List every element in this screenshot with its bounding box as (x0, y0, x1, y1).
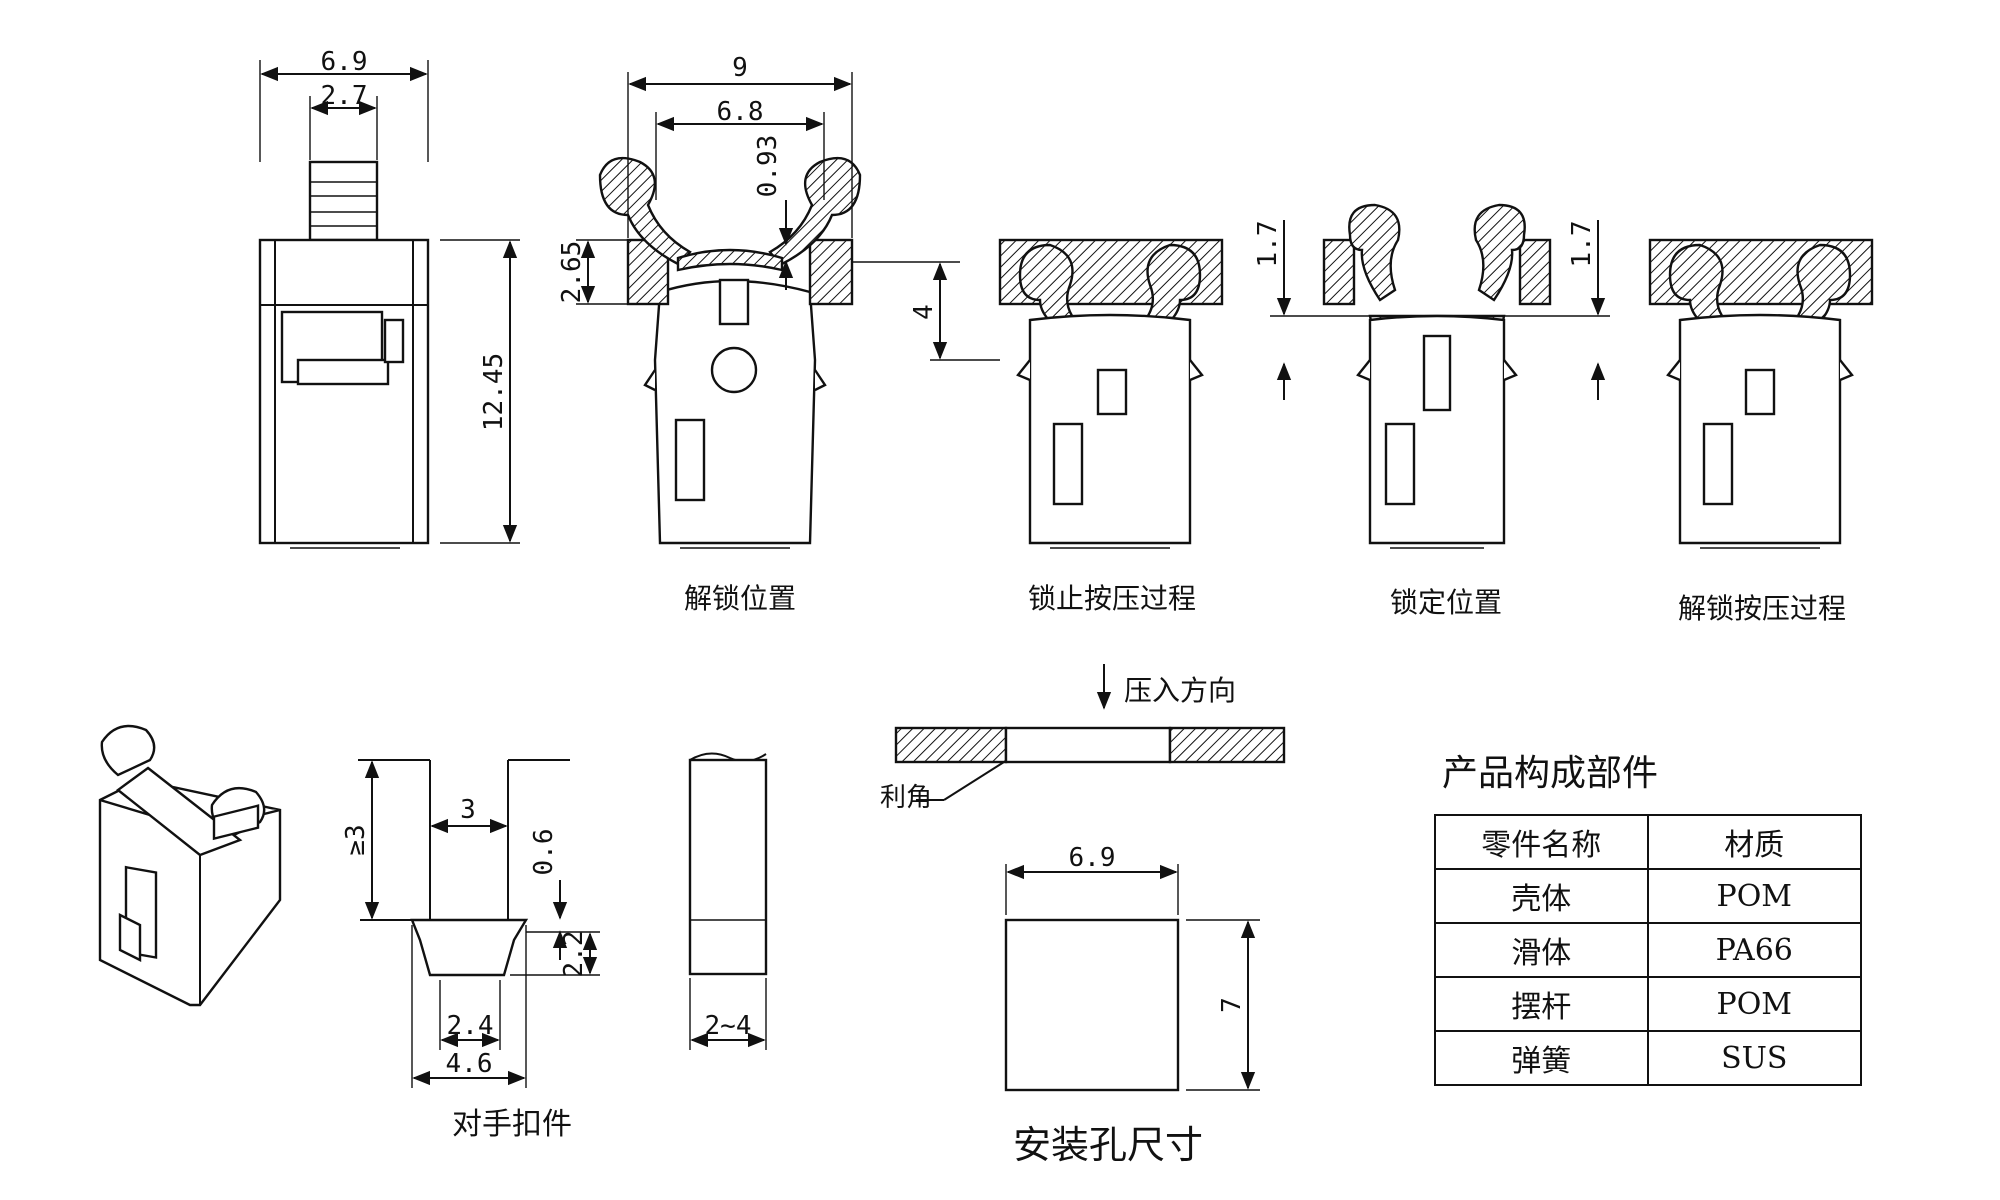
header-material: 材质 (1646, 814, 1863, 870)
part-material: PA66 (1646, 922, 1863, 978)
caption-mating-part: 对手扣件 (452, 1107, 572, 1142)
dim-front-width: 6.9 (321, 47, 368, 77)
dim-foot-height: 2.2 (559, 931, 589, 978)
dim-slot-height: ≥3 (341, 824, 371, 855)
part-material: POM (1646, 868, 1863, 924)
caption-mount-hole: 安装孔尺寸 (1013, 1123, 1203, 1167)
label-sharp-corner: 利角 (880, 783, 932, 813)
part-name: 滑体 (1434, 922, 1649, 978)
parts-table: 零件名称 材质 壳体 POM 滑体 PA66 摆杆 POM 弹簧 SUS (1434, 814, 1863, 1086)
dim-lock-offset-2: 1.7 (1567, 221, 1597, 268)
dim-front-tab: 2.7 (321, 81, 368, 111)
dim-flange: 2.65 (557, 241, 587, 304)
dim-hole-width: 6.9 (1069, 843, 1116, 873)
dim-inner-span: 6.8 (717, 97, 764, 127)
press-direction-panel: 压入方向 利角 (880, 664, 1286, 813)
parts-table-area: 产品构成部件 零件名称 材质 壳体 POM 滑体 PA66 摆杆 POM 弹簧 … (1434, 744, 1864, 1086)
dim-travel: 4 (909, 304, 939, 320)
mating-part-section: ≥3 3 0.6 2.2 2.4 4.6 (341, 759, 600, 1088)
table-row: 摆杆 POM (1434, 976, 1863, 1032)
header-part-name: 零件名称 (1434, 814, 1649, 870)
part-name: 壳体 (1434, 868, 1649, 924)
dim-panel-thickness: 2~4 (705, 1011, 752, 1041)
part-name: 弹簧 (1434, 1030, 1649, 1086)
caption-lock-position: 锁定位置 (1390, 586, 1502, 619)
dim-hole-height: 7 (1217, 997, 1247, 1013)
dim-slot-width: 3 (460, 795, 476, 825)
caption-unlock-press-process: 解锁按压过程 (1678, 592, 1846, 625)
dim-foot-outer: 4.6 (446, 1049, 493, 1079)
section-lock-press-process (998, 238, 1224, 549)
dim-front-height: 12.45 (479, 353, 509, 431)
table-row: 壳体 POM (1434, 868, 1863, 924)
part-name: 摆杆 (1434, 976, 1649, 1032)
isometric-view (98, 724, 282, 1007)
dim-arm-gap: 0.93 (753, 135, 783, 198)
caption-lock-press-process: 锁止按压过程 (1028, 582, 1196, 615)
section-unlock-press-process (1648, 238, 1874, 549)
table-row: 弹簧 SUS (1434, 1030, 1863, 1086)
dim-foot-inner: 2.4 (447, 1011, 494, 1041)
part-material: POM (1646, 976, 1863, 1032)
panel-side-view: 2~4 (688, 752, 768, 1050)
section-lock-position: 1.7 1.7 (1253, 203, 1610, 549)
label-press-direction: 压入方向 (1124, 674, 1236, 707)
dim-lip: 0.6 (529, 829, 559, 876)
part-material: SUS (1646, 1030, 1863, 1086)
table-header-row: 零件名称 材质 (1434, 814, 1863, 870)
dim-top-span: 9 (732, 53, 748, 83)
mount-hole: 6.9 7 (1004, 843, 1260, 1092)
section-unlock-position: 9 6.8 0.93 2.65 4 (557, 53, 1000, 549)
front-view: 6.9 2.7 12.45 (258, 47, 520, 549)
dim-lock-offset-1: 1.7 (1253, 221, 1283, 268)
parts-table-title: 产品构成部件 (1442, 753, 1659, 794)
caption-unlock-position: 解锁位置 (684, 582, 796, 615)
table-row: 滑体 PA66 (1434, 922, 1863, 978)
